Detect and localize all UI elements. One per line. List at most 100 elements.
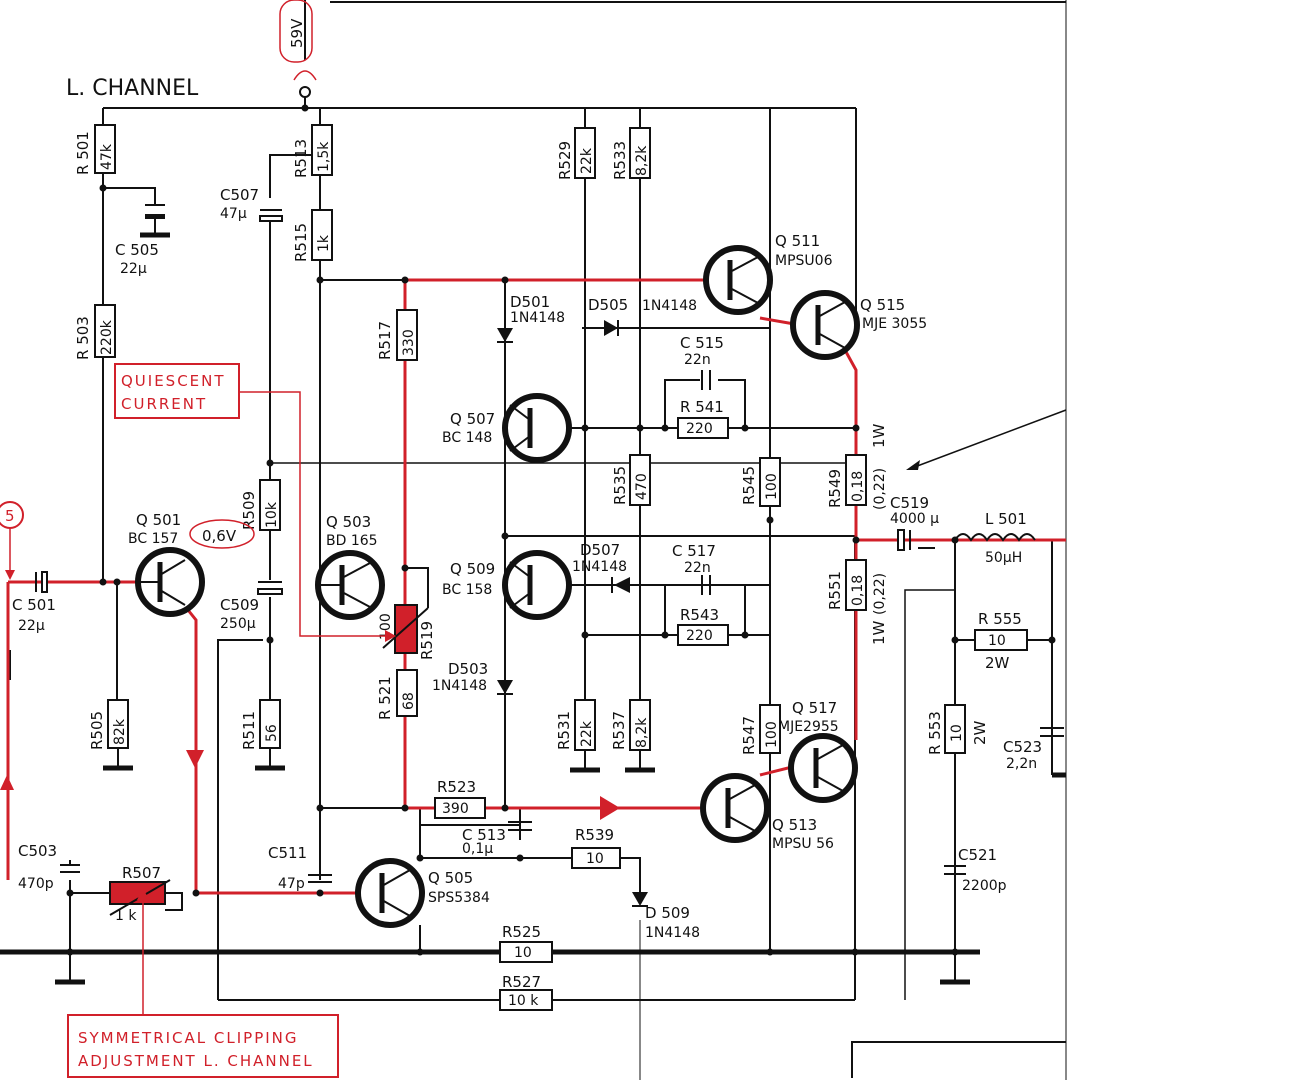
svg-text:R533: R533 [611, 141, 629, 180]
resistor-r541: 220 R 541 [677, 398, 729, 439]
transistor-q515: Q 515 MJE 3055 [790, 290, 927, 360]
svg-text:47k: 47k [99, 143, 115, 170]
svg-text:1N4148: 1N4148 [642, 298, 697, 314]
svg-text:BD 165: BD 165 [326, 533, 378, 549]
resistor-r539: 10 R539 [571, 826, 621, 869]
supply-voltage-label: 59V [288, 18, 306, 48]
svg-text:Q 513: Q 513 [772, 816, 817, 834]
svg-text:C509: C509 [220, 596, 259, 614]
capacitor-c523: C523 2,2n [1003, 727, 1064, 772]
capacitors: C 501 22μ C503 470p C 505 22μ C507 47μ [12, 186, 1064, 894]
svg-text:0,6V: 0,6V [202, 527, 237, 545]
svg-text:D 509: D 509 [645, 904, 690, 922]
svg-text:8,2k: 8,2k [634, 717, 650, 748]
svg-text:R535: R535 [611, 466, 629, 505]
svg-text:Q 515: Q 515 [860, 296, 905, 314]
resistor-r533: 8,2k R533 [611, 127, 651, 180]
svg-text:100: 100 [764, 721, 780, 748]
svg-text:D501: D501 [510, 293, 550, 311]
svg-text:R551: R551 [826, 571, 844, 610]
diode-d507: D507 1N4148 [572, 541, 630, 593]
svg-text:22n: 22n [684, 352, 711, 368]
svg-text:0,18: 0,18 [850, 471, 866, 502]
svg-text:47μ: 47μ [220, 206, 247, 222]
resistor-r513: 1,5k R513 [292, 124, 333, 178]
svg-text:(0,22): (0,22) [872, 573, 888, 615]
svg-text:470p: 470p [18, 876, 54, 892]
svg-text:22k: 22k [579, 147, 595, 174]
svg-text:2200p: 2200p [962, 878, 1007, 894]
resistor-r511: 56 R511 [240, 699, 281, 750]
resistor-r523: 390 R523 [434, 778, 486, 819]
capacitor-c517: C 517 22n [672, 542, 716, 595]
svg-text:R 541: R 541 [680, 398, 724, 416]
svg-text:8,2k: 8,2k [634, 145, 650, 176]
resistor-r505: 82k R505 [88, 699, 129, 750]
svg-text:0,18: 0,18 [850, 575, 866, 606]
svg-text:C503: C503 [18, 842, 57, 860]
svg-text:1W: 1W [870, 423, 888, 448]
svg-text:Q 509: Q 509 [450, 560, 495, 578]
svg-text:1N4148: 1N4148 [432, 678, 487, 694]
svg-text:R511: R511 [240, 711, 258, 750]
svg-text:4000 μ: 4000 μ [890, 511, 939, 527]
supply-voltage-marker: 59V [279, 0, 317, 98]
svg-text:10 k: 10 k [508, 993, 539, 1009]
svg-text:10: 10 [514, 945, 532, 961]
svg-text:1k: 1k [316, 234, 332, 252]
symmetrical-clipping-note: SYMMETRICAL CLIPPING ADJUSTMENT L. CHANN… [67, 888, 339, 1078]
svg-text:R525: R525 [502, 923, 541, 941]
resistor-r521: 68 R 521 [376, 669, 418, 720]
svg-text:R543: R543 [680, 606, 719, 624]
transistor-q511: Q 511 MPSU06 [703, 232, 833, 315]
capacitor-c521: C521 2200p [944, 846, 1007, 894]
svg-text:MJE2955: MJE2955 [778, 719, 839, 735]
svg-text:250μ: 250μ [220, 616, 256, 632]
svg-text:BC 148: BC 148 [442, 430, 492, 446]
svg-text:D505: D505 [588, 296, 628, 314]
capacitor-c501: C 501 22μ [12, 571, 56, 634]
svg-text:1N4148: 1N4148 [645, 925, 700, 941]
svg-text:2W: 2W [985, 654, 1010, 672]
svg-text:10k: 10k [264, 501, 280, 528]
svg-text:R537: R537 [610, 711, 628, 750]
resistor-r537: 8,2k R537 [610, 699, 651, 751]
svg-text:220: 220 [686, 421, 713, 437]
svg-text:C 513: C 513 [462, 826, 506, 844]
svg-text:1W: 1W [870, 620, 888, 645]
diode-d505: D505 1N4148 [588, 296, 697, 336]
svg-text:C 505: C 505 [115, 241, 159, 259]
svg-text:CURRENT: CURRENT [121, 395, 207, 413]
svg-text:Q 505: Q 505 [428, 869, 473, 887]
resistor-r549: 0,18 R549 (0,22) 1W [826, 423, 888, 510]
svg-text:QUIESCENT: QUIESCENT [121, 372, 226, 390]
svg-text:5: 5 [5, 507, 15, 525]
svg-text:1 k: 1 k [115, 908, 137, 924]
diode-d501: D501 1N4148 [497, 293, 565, 343]
transistor-q509: Q 509 BC 158 [442, 550, 572, 620]
svg-text:47p: 47p [278, 876, 305, 892]
resistor-r519: 100 R519 [378, 567, 436, 660]
resistor-r501: 47k R 501 [74, 124, 116, 175]
svg-text:BC 157: BC 157 [128, 531, 178, 547]
resistors: 47k R 501 220k R 503 82k R505 R507 1 k 1… [74, 124, 1028, 1011]
resistor-r547: 100 R547 [740, 704, 781, 755]
resistor-r529: 22k R529 [556, 127, 596, 180]
svg-text:R527: R527 [502, 973, 541, 991]
svg-text:22k: 22k [579, 720, 595, 747]
svg-text:Q 501: Q 501 [136, 511, 181, 529]
svg-text:R 521: R 521 [376, 676, 394, 720]
inductor-l501: L 501 50μH [954, 510, 1036, 566]
svg-text:R523: R523 [437, 778, 476, 796]
svg-text:R505: R505 [88, 711, 106, 750]
svg-text:68: 68 [401, 692, 417, 710]
svg-text:Q 511: Q 511 [775, 232, 820, 250]
svg-text:R549: R549 [826, 469, 844, 508]
capacitor-c505: C 505 22μ [115, 204, 170, 277]
transistor-q503: Q 503 BD 165 [315, 513, 385, 620]
svg-text:10: 10 [949, 724, 965, 742]
svg-text:R519: R519 [418, 621, 436, 660]
capacitor-c513: C 513 0,1μ [462, 821, 532, 857]
resistor-r525: 10 R525 [499, 923, 553, 963]
